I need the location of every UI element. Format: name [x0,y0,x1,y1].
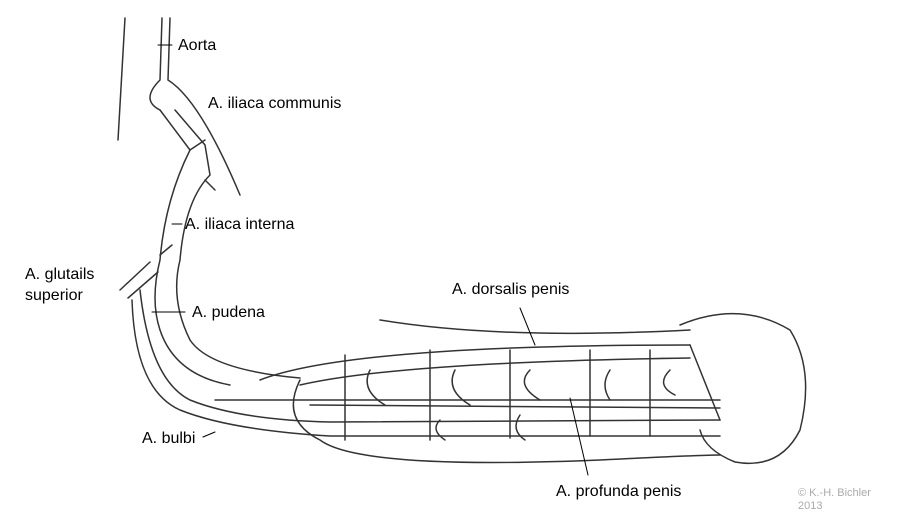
label-iliaca-communis: A. iliaca communis [208,95,342,112]
shaft-outline [292,312,807,465]
label-bulbi: A. bulbi [142,430,196,447]
aorta-vessel [117,17,241,196]
label-iliaca-interna: A. iliaca interna [185,216,295,233]
leader-lines [151,44,589,476]
branch-vessels [344,349,676,441]
copyright-line-1: © K.-H. Bichler [798,487,871,499]
copyright-notice: © K.-H. Bichler 2013 [798,487,871,513]
label-pudena: A. pudena [192,304,265,321]
iliac-vessels [119,109,301,386]
copyright-line-2: 2013 [798,500,823,512]
label-aorta: Aorta [178,37,217,54]
label-profunda-penis: A. profunda penis [556,483,682,500]
label-dorsalis-penis: A. dorsalis penis [452,281,570,298]
label-glutails-superior-2: superior [25,287,83,304]
label-glutails-superior-1: A. glutails [25,266,95,283]
pudendal-vessels [131,289,721,437]
